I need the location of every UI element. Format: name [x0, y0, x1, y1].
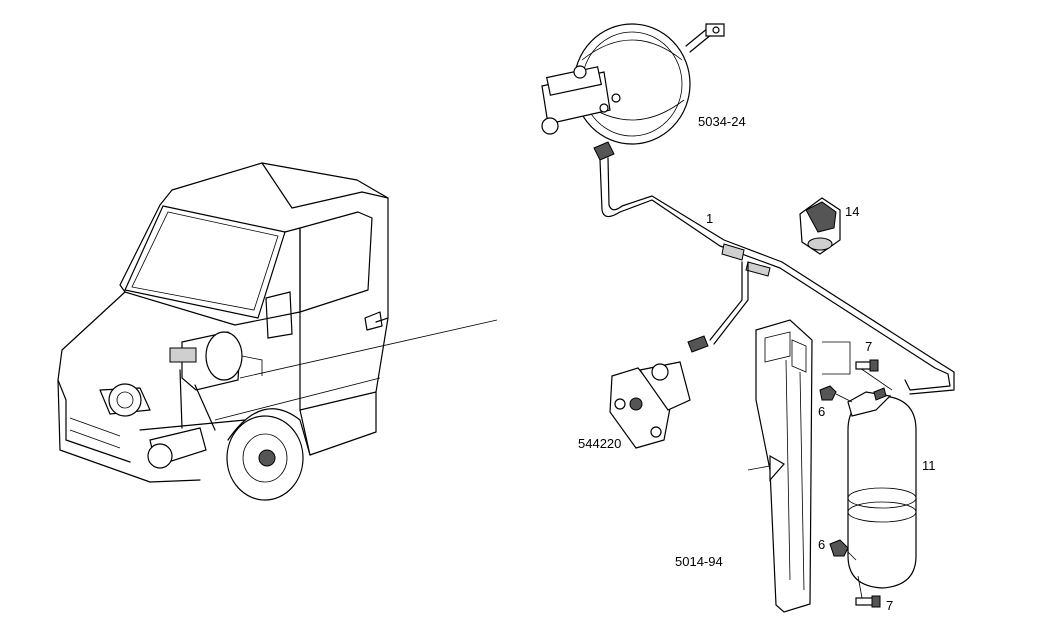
nut-top-part — [819, 385, 853, 403]
truck-illustration — [57, 162, 498, 501]
brake-booster-part — [541, 23, 725, 145]
working-cylinder-part — [609, 361, 691, 449]
label-bracket: 5014-94 — [675, 554, 723, 569]
screw-top-part — [822, 341, 893, 391]
label-cylinder: 544220 — [578, 436, 622, 451]
air-tank-part — [847, 387, 917, 589]
valve-part — [799, 197, 841, 255]
label-valve: 14 — [845, 204, 860, 219]
label-nut-top: 6 — [818, 404, 826, 419]
label-tank: 11 — [922, 458, 936, 473]
label-screw-bottom: 7 — [886, 598, 894, 613]
label-nut-bottom: 6 — [818, 537, 826, 552]
screw-bottom-part — [855, 575, 881, 608]
nut-bottom-part — [829, 539, 857, 561]
label-screw-top: 7 — [865, 339, 873, 354]
bracket-part — [747, 319, 813, 613]
label-booster: 5034-24 — [698, 114, 746, 129]
label-pipe: 1 — [706, 211, 714, 226]
brake-pipe-part — [593, 141, 955, 395]
